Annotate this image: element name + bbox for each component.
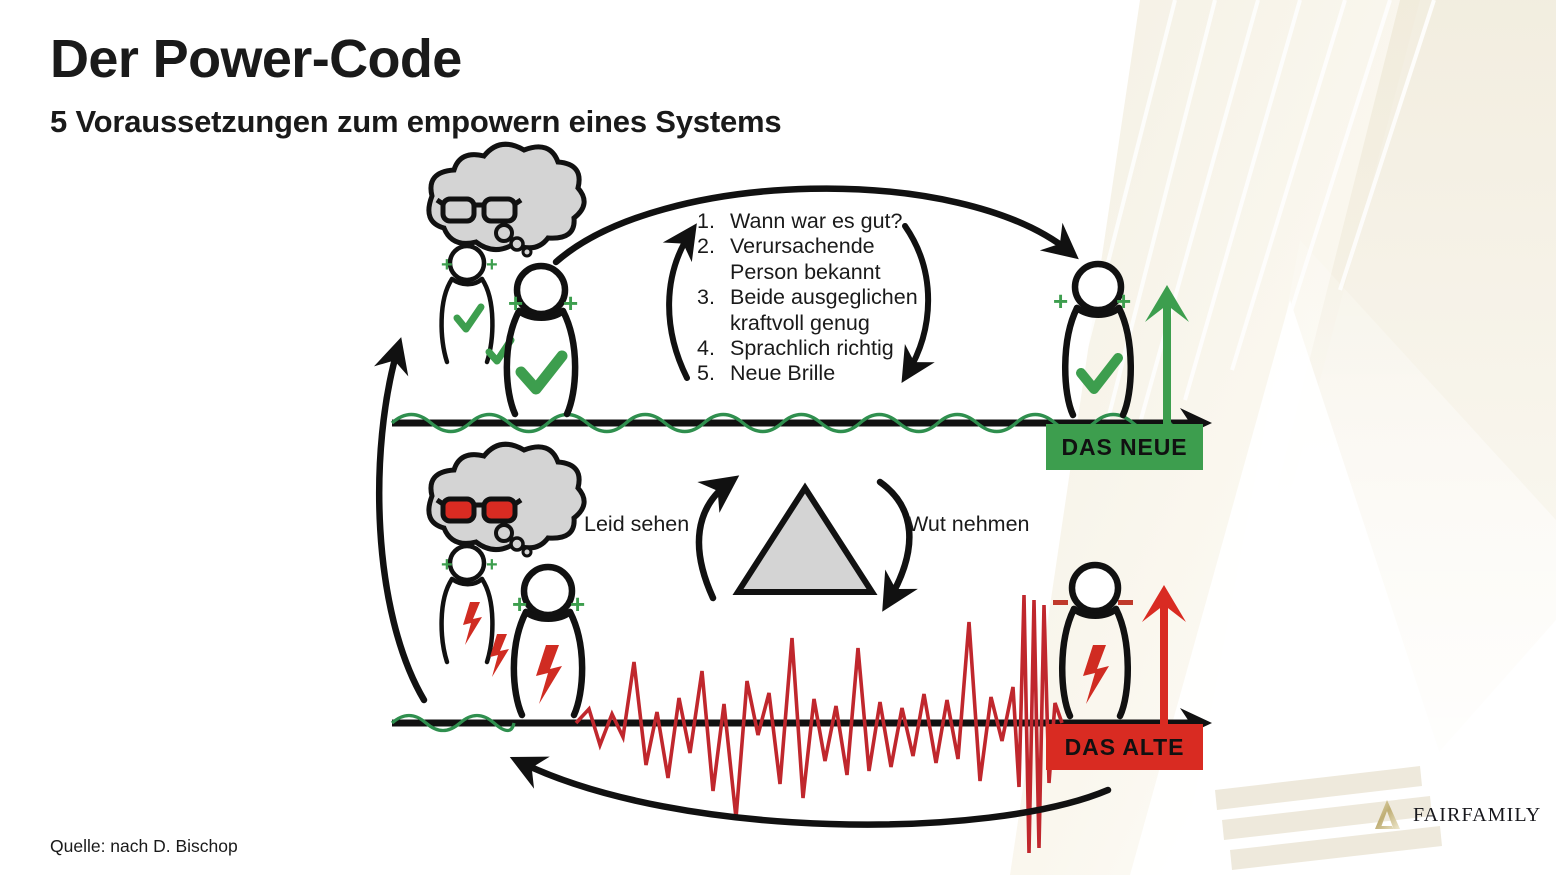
svg-text:+: + xyxy=(1053,286,1068,316)
svg-text:+: + xyxy=(486,254,498,276)
svg-text:+: + xyxy=(1116,286,1131,316)
arc-arrow-left xyxy=(373,337,428,704)
svg-text:+: + xyxy=(508,288,523,318)
list-item: 1. Wann war es gut? xyxy=(697,209,937,234)
step-label: Wann war es gut? xyxy=(730,209,903,233)
stick-figure-small-bottom: + + xyxy=(439,543,509,677)
list-item: 4. Sprachlich richtig xyxy=(697,336,937,361)
page-subtitle: 5 Voraussetzungen zum empowern eines Sys… xyxy=(50,104,782,139)
step-label: Verursachende Person bekannt xyxy=(730,234,881,284)
bg-building-shapes xyxy=(1010,0,1556,875)
list-item: 3. Beide ausgeglichen kraftvoll genug xyxy=(697,285,937,336)
label-wut-nehmen: Wut nehmen xyxy=(908,512,1030,536)
step-number: 4. xyxy=(697,336,715,361)
fairfamily-mark-icon xyxy=(1375,800,1400,829)
sunglasses-icon xyxy=(435,496,523,524)
loop-arrow-list-left xyxy=(662,223,697,381)
stick-figure-large-top: + + xyxy=(503,262,579,418)
green-up-arrow xyxy=(1145,285,1189,424)
step-number: 1. xyxy=(697,209,715,233)
stick-figure-new-state: + + xyxy=(1053,260,1134,419)
step-number: 2. xyxy=(697,234,715,259)
svg-text:+: + xyxy=(570,589,585,619)
arc-arrow-top xyxy=(552,185,1079,266)
green-stable-wave xyxy=(390,412,1174,434)
banner-das-alte: DAS ALTE xyxy=(1046,724,1203,770)
glasses-icon xyxy=(435,196,523,224)
list-item: 2. Verursachende Person bekannt xyxy=(697,234,937,285)
fairfamily-logo-text: FAIRFAMILY xyxy=(1413,803,1542,826)
stick-figure-large-bottom: + + xyxy=(510,563,586,719)
step-number: 3. xyxy=(697,285,715,310)
red-chaos-zigzag xyxy=(574,594,1064,854)
fairfamily-logo: FAIRFAMILY xyxy=(1372,798,1541,832)
svg-text:+: + xyxy=(486,554,498,576)
step-label: Neue Brille xyxy=(730,361,836,386)
step-label: Sprachlich richtig xyxy=(730,336,894,361)
page-title: Der Power-Code xyxy=(50,29,462,89)
banner-das-neue: DAS NEUE xyxy=(1046,424,1203,470)
step-label: Beide ausgeglichen kraftvoll genug xyxy=(730,285,918,335)
arc-arrow-bottom xyxy=(509,756,1112,828)
label-leid-sehen: Leid sehen xyxy=(584,512,690,536)
thought-bubble-sunglasses-icon xyxy=(426,441,587,558)
list-item: 5. Neue Brille xyxy=(697,361,937,386)
loop-arrow-triangle-left xyxy=(695,475,740,602)
red-up-arrow xyxy=(1142,585,1186,724)
source-note: Quelle: nach D. Bischop xyxy=(50,836,238,856)
step-number: 5. xyxy=(697,361,715,386)
steps-list: 1. Wann war es gut? 2. Verursachende Per… xyxy=(697,209,937,387)
loop-arrow-list-right xyxy=(901,223,935,383)
svg-text:+: + xyxy=(512,589,527,619)
svg-text:+: + xyxy=(563,288,578,318)
loop-arrow-triangle-right xyxy=(876,478,918,612)
thought-bubble-glasses-icon xyxy=(426,141,587,258)
stick-figure-old-state xyxy=(1053,561,1133,720)
center-triangle xyxy=(732,482,878,595)
svg-text:+: + xyxy=(441,554,453,576)
svg-text:+: + xyxy=(441,254,453,276)
green-wave-stub-bottom xyxy=(390,713,516,733)
